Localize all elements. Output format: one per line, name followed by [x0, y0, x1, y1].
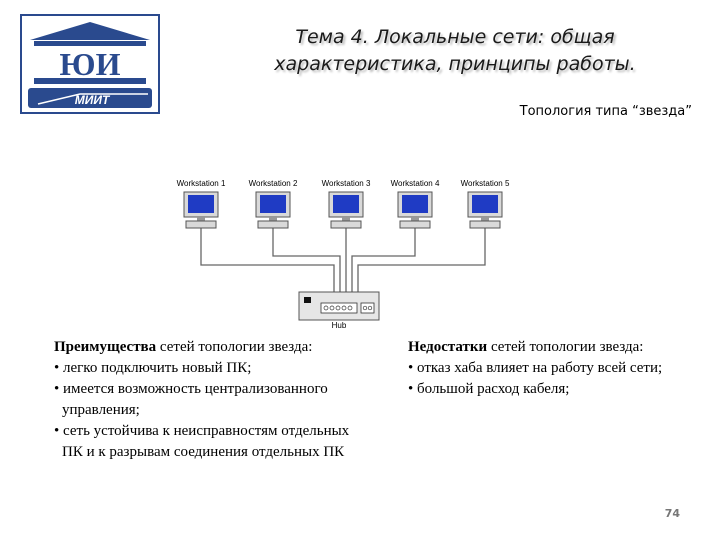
monitor-stand	[269, 217, 277, 221]
disadvantage-item: • отказ хаба влияет на работу всей сети;	[408, 360, 663, 376]
workstation-3: Workstation 3	[322, 179, 371, 229]
advantage-text: легко подключить новый ПК;	[63, 360, 252, 376]
cable-1	[200, 228, 335, 292]
workstation-label: Workstation 3	[322, 179, 371, 188]
monitor-screen	[333, 195, 359, 213]
logo-train-band: МИИТ	[28, 88, 152, 108]
disadvantages-block: Недостатки сетей топологии звезда: • отк…	[408, 337, 678, 400]
title-line-2: характеристика, принципы работы.	[274, 53, 636, 75]
disadvantage-text: большой расход кабеля;	[417, 381, 570, 397]
disadvantages-heading-rest: сетей топологии звезда:	[487, 339, 644, 355]
monitor-base	[330, 220, 362, 229]
logo-letters: ЮИ	[60, 46, 121, 82]
workstation-2: Workstation 2	[249, 179, 298, 229]
monitor-stand	[197, 217, 205, 221]
workstation-1: Workstation 1	[177, 179, 226, 229]
monitor-screen	[472, 195, 498, 213]
monitor-screen	[402, 195, 428, 213]
hub-ports	[323, 305, 353, 311]
title-line-1: Тема 4. Локальные сети: общая	[295, 26, 615, 48]
hub-uplink	[360, 302, 375, 314]
advantage-text: сеть устойчива к неисправностям отдельны…	[62, 423, 350, 460]
monitor-base	[257, 220, 289, 229]
hub-port-panel	[320, 302, 358, 314]
monitor-stand	[481, 217, 489, 221]
disadvantages-heading-bold: Недостатки	[408, 339, 488, 355]
slide-title: Тема 4. Локальные сети: общая характерис…	[220, 24, 690, 78]
advantage-item: • имеется возможность централизованного …	[54, 381, 328, 418]
monitor-base	[469, 220, 501, 229]
cables	[200, 228, 486, 292]
workstation-label: Workstation 1	[177, 179, 226, 188]
advantages-heading-bold: Преимущества	[54, 339, 157, 355]
cable-5	[357, 228, 486, 292]
monitor-stand	[411, 217, 419, 221]
topology-label: Топология типа “звезда”	[519, 104, 692, 119]
advantages-heading: Преимущества сетей топологии звезда:	[54, 337, 354, 358]
advantage-text: имеется возможность централизованного уп…	[62, 381, 328, 418]
hub-indicator	[304, 297, 311, 303]
monitor-stand	[342, 217, 350, 221]
cable-4	[351, 228, 416, 292]
monitor-base	[399, 220, 431, 229]
workstation-label: Workstation 2	[249, 179, 298, 188]
disadvantage-item: • большой расход кабеля;	[408, 381, 570, 397]
disadvantage-text: отказ хаба влияет на работу всей сети;	[417, 360, 663, 376]
monitor-screen	[260, 195, 286, 213]
miit-logo: ЮИ МИИТ	[20, 14, 160, 114]
monitor-base	[185, 220, 217, 229]
advantages-heading-rest: сетей топологии звезда:	[156, 339, 313, 355]
disadvantages-heading: Недостатки сетей топологии звезда:	[408, 337, 678, 358]
logo-miit-text: МИИТ	[75, 93, 111, 107]
workstation-label: Workstation 4	[391, 179, 440, 188]
advantage-item: • сеть устойчива к неисправностям отдель…	[54, 423, 350, 460]
star-topology-diagram: Workstation 1 Workstation 2 Workstation …	[177, 179, 510, 330]
advantage-item: • легко подключить новый ПК;	[54, 360, 252, 376]
page-number: 74	[664, 507, 680, 520]
cable-2	[272, 228, 341, 292]
monitor-screen	[188, 195, 214, 213]
hub-label: Hub	[332, 321, 347, 330]
workstation-5: Workstation 5	[461, 179, 510, 229]
advantages-block: Преимущества сетей топологии звезда: • л…	[54, 337, 354, 463]
hub: Hub	[298, 291, 380, 330]
workstation-label: Workstation 5	[461, 179, 510, 188]
workstation-4: Workstation 4	[391, 179, 440, 229]
